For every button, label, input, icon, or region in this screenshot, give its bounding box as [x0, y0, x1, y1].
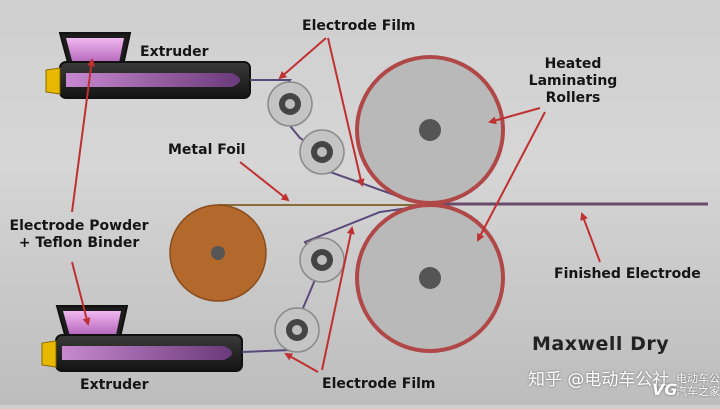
bottom-extruder [41, 305, 243, 372]
label-extruder-top: Extruder [140, 44, 209, 60]
annotation-arrows [71, 37, 601, 373]
arrow-heated-rollers-b [477, 111, 546, 242]
bottom-extruder-powder [63, 311, 121, 340]
idler-roller-bottom-1 [299, 237, 345, 283]
watermark-text: 知乎 @电动车公社 [528, 370, 670, 390]
watermark-logo: VG [652, 380, 678, 399]
arrow-electrode-powder-a [71, 58, 96, 213]
watermark-small-line1: 电动车公社 [676, 372, 720, 385]
idler-roller-bottom-2 [274, 307, 320, 353]
arrow-electrode-film-bottom-b [321, 226, 355, 371]
label-electrode-powder-line2: + Teflon Binder [18, 235, 140, 251]
laminating-roller-bottom [355, 203, 505, 353]
label-electrode-film-bottom: Electrode Film [322, 376, 436, 392]
idler-rollers [267, 81, 345, 353]
label-metal-foil: Metal Foil [168, 142, 246, 158]
label-electrode-film-top: Electrode Film [302, 18, 416, 34]
arrow-electrode-film-top-a [278, 37, 327, 80]
bottom-extruder-nozzle-tip [41, 340, 57, 368]
brand-label: Maxwell Dry [532, 333, 670, 355]
arrow-heated-rollers-a [488, 107, 541, 125]
arrow-electrode-film-top-b [327, 37, 365, 187]
laminating-roller-top [355, 55, 505, 205]
watermark-small: 电动车公社 汽车之家 [676, 372, 720, 398]
top-extruder-nozzle-tip [45, 67, 61, 95]
arrow-metal-foil [239, 161, 290, 202]
top-extruder-powder [66, 38, 124, 68]
watermark-small-line2: 汽车之家 [676, 385, 720, 398]
label-heated-laminating-rollers: Heated Laminating Rollers [518, 56, 628, 107]
label-electrode-powder-line1: Electrode Powder [9, 218, 149, 234]
arrow-finished-electrode [580, 212, 601, 263]
bottom-extruder-screw [62, 346, 232, 360]
top-extruder-screw [66, 73, 240, 87]
arrow-electrode-film-bottom-a [284, 353, 319, 373]
label-heated: Heated [544, 56, 602, 72]
label-laminating: Laminating [528, 73, 618, 89]
metal-foil-roll [169, 204, 267, 302]
label-rollers: Rollers [545, 90, 601, 106]
label-extruder-bottom: Extruder [80, 377, 149, 393]
top-extruder [45, 32, 251, 99]
label-finished-electrode: Finished Electrode [554, 266, 701, 282]
label-electrode-powder: Electrode Powder + Teflon Binder [4, 218, 154, 252]
arrow-electrode-powder-b [71, 261, 91, 326]
idler-roller-top-2 [299, 129, 345, 175]
idler-roller-top-1 [267, 81, 313, 127]
